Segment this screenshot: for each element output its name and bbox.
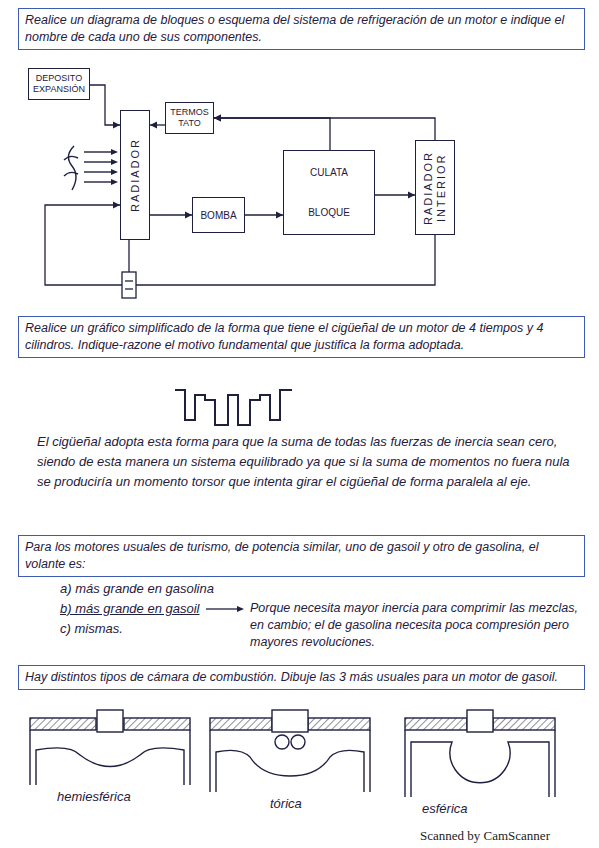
chamber-label: esférica	[420, 800, 470, 818]
toric-chamber	[210, 710, 370, 792]
option-arrow	[206, 606, 244, 612]
flow-arrow	[214, 115, 330, 151]
arrowhead	[150, 122, 157, 129]
option-text: a) más grande en gasolina	[58, 580, 216, 598]
flow-arrow	[375, 192, 415, 199]
arrowhead	[276, 212, 283, 219]
toric-cavity	[291, 735, 305, 749]
hemispherical-chamber	[30, 710, 190, 785]
node-text: Realice un diagrama de bloques o esquema…	[25, 12, 578, 46]
cylinder-wall	[369, 730, 370, 792]
toric-cavity	[275, 735, 289, 749]
node-text: TERMOS TATO	[168, 107, 211, 129]
watermark: Scanned by CamScanner	[418, 827, 552, 845]
node-text: Realice un gráfico simplificado de la fo…	[25, 320, 578, 354]
arrowhead	[111, 179, 118, 185]
arrowhead	[113, 202, 120, 209]
node-text: RADIADOR INTERIOR	[422, 144, 448, 231]
arrowhead	[111, 169, 118, 175]
air-arrowheads	[111, 149, 118, 185]
thermostat-box: TERMOS TATO	[165, 102, 214, 134]
injector	[467, 710, 493, 732]
fan-blade	[64, 156, 78, 176]
valve-box	[122, 272, 136, 298]
arrowhead	[113, 122, 120, 129]
arrowhead	[237, 606, 244, 612]
cylinder-head	[210, 718, 272, 730]
cylinder-wall	[554, 730, 555, 797]
air-arrow	[84, 171, 112, 172]
piston	[36, 748, 184, 785]
flow-line	[214, 118, 330, 150]
valve-mark	[125, 288, 133, 289]
node-text: BOMBA	[200, 210, 236, 221]
air-arrow	[84, 151, 112, 152]
heater-core-box: RADIADOR INTERIOR	[415, 140, 455, 235]
piston	[216, 750, 364, 792]
arrowhead	[214, 115, 221, 122]
answer-text: Porque necesita mayor inercia para compr…	[248, 600, 587, 651]
node-text: CULATA	[310, 167, 348, 178]
arrowhead	[185, 212, 192, 219]
question-box: Para los motores usuales de turismo, de …	[18, 535, 585, 577]
injector	[272, 710, 308, 732]
engine-block-box: CULATA BLOQUE	[283, 150, 375, 235]
cylinder-head	[308, 718, 370, 730]
chamber-label: tórica	[268, 795, 304, 813]
pipe-line	[128, 240, 129, 272]
option-text: b) más grande en gasoil	[58, 600, 201, 618]
arrowhead	[408, 192, 415, 199]
question-box: Realice un gráfico simplificado de la fo…	[18, 316, 585, 358]
fan-symbol	[64, 146, 112, 190]
flow-arrow	[150, 212, 192, 219]
cylinder-head	[405, 718, 467, 730]
fan-blade	[68, 146, 76, 190]
flow-line	[214, 118, 435, 140]
flow-arrow	[150, 122, 165, 129]
option-text: c) mismas.	[58, 620, 125, 638]
flow-arrow	[245, 212, 283, 219]
node-text: Hay distintos tipos de cámara de combust…	[25, 669, 578, 686]
question-box: Hay distintos tipos de cámara de combust…	[18, 665, 585, 690]
expansion-tank-box: DEPOSITO EXPANSIÓN	[28, 68, 90, 100]
node-text: Para los motores usuales de turismo, de …	[25, 539, 578, 573]
crankshaft-sketch	[175, 390, 292, 425]
cylinder-wall	[404, 730, 405, 797]
node-text: DEPOSITO EXPANSIÓN	[31, 73, 87, 95]
flow-arrow	[214, 115, 435, 141]
spherical-chamber	[405, 710, 555, 797]
flow-arrow	[90, 85, 120, 129]
arrow-line	[206, 608, 238, 609]
drain-valve	[122, 240, 136, 298]
pump-box: BOMBA	[192, 197, 245, 233]
radiator-box: RADIADOR	[120, 110, 150, 240]
arrowhead	[111, 159, 118, 165]
valve-mark	[125, 280, 133, 281]
question-box: Realice un diagrama de bloques o esquema…	[18, 8, 585, 50]
cylinder-head	[493, 718, 555, 730]
cylinder-wall	[209, 730, 210, 792]
cylinder-wall	[189, 730, 190, 785]
air-arrow	[84, 161, 112, 162]
cylinder-head	[124, 718, 190, 730]
arrowhead	[111, 149, 118, 155]
cylinder-wall	[29, 730, 30, 785]
node-text: RADIADOR	[129, 114, 142, 236]
cylinder-head	[30, 718, 96, 730]
node-text: BLOQUE	[308, 207, 350, 218]
injector	[97, 710, 123, 732]
chamber-label: hemiesférica	[55, 788, 133, 806]
piston	[411, 742, 549, 797]
arrowhead	[214, 115, 221, 122]
flow-line	[90, 85, 120, 125]
air-arrow	[84, 181, 112, 182]
answer-text: El cigüeñal adopta esta forma para que l…	[35, 432, 587, 492]
